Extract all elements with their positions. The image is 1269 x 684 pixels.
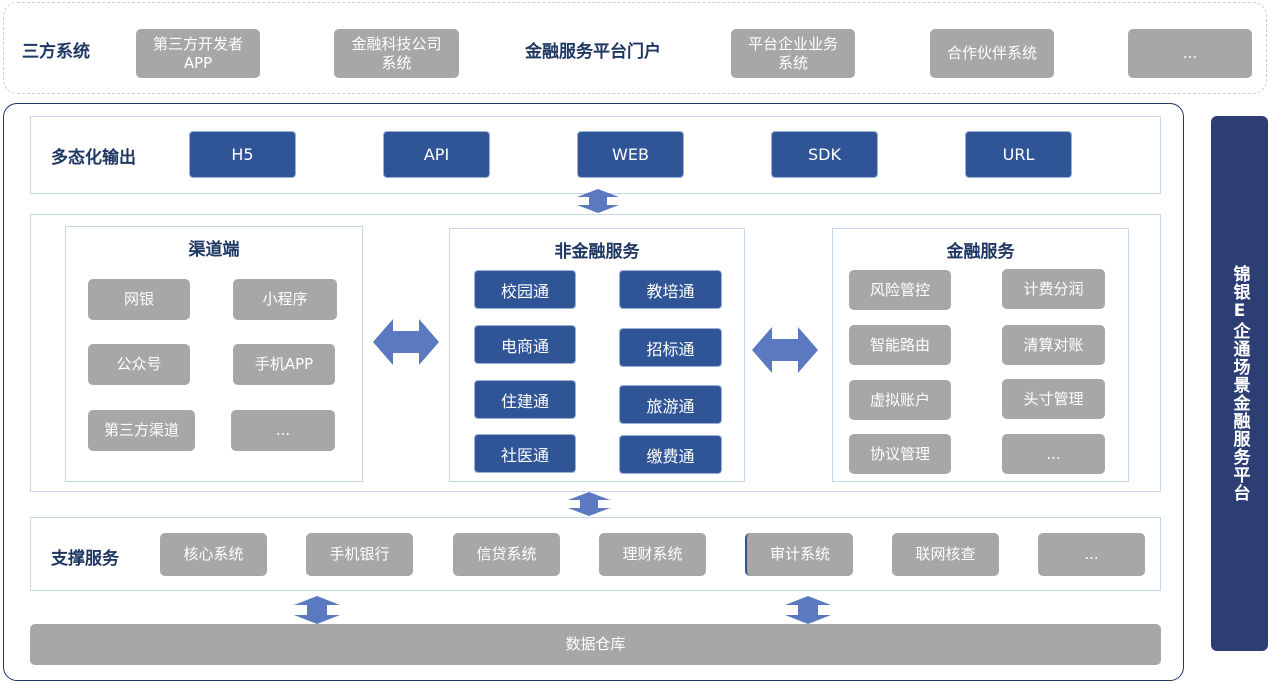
finance-agreement[interactable]: 协议管理 [849,434,951,474]
output-sdk[interactable]: SDK [771,131,878,178]
support-label: 支撑服务 [51,548,119,569]
nonfinance-ecommerce[interactable]: 电商通 [474,325,576,364]
output-h5[interactable]: H5 [189,131,296,178]
third-party-label: 三方系统 [22,41,90,62]
platform-side-bar: 锦银E企通场景金融服务平台 [1211,116,1268,651]
double-arrow-horizontal-icon [373,319,439,365]
platform-side-title: 锦银E企通场景金融服务平台 [1229,265,1250,502]
nonfinance-housing[interactable]: 住建通 [474,380,576,419]
finance-clearing[interactable]: 清算对账 [1002,325,1105,365]
support-mobile-bank[interactable]: 手机银行 [306,533,413,576]
finance-virtual-account[interactable]: 虚拟账户 [849,380,951,420]
third-party-item-2[interactable]: 金融科技公司系统 [334,29,459,78]
support-core-system[interactable]: 核心系统 [160,533,267,576]
support-network-check[interactable]: 联网核查 [892,533,999,576]
third-party-item-4[interactable]: 合作伙伴系统 [930,29,1054,78]
output-url[interactable]: URL [965,131,1072,178]
finance-fee-sharing[interactable]: 计费分润 [1002,269,1105,309]
channel-item-official-account[interactable]: 公众号 [88,344,190,385]
double-arrow-vertical-icon [294,596,340,624]
output-label: 多态化输出 [51,147,136,168]
channel-item-miniprogram[interactable]: 小程序 [233,279,337,320]
support-credit[interactable]: 信贷系统 [453,533,560,576]
nonfinance-education[interactable]: 教培通 [619,270,722,309]
double-arrow-vertical-icon [785,596,831,624]
data-warehouse[interactable]: 数据仓库 [30,624,1161,665]
double-arrow-vertical-icon [577,189,619,213]
support-wealth[interactable]: 理财系统 [599,533,706,576]
finance-position[interactable]: 头寸管理 [1002,379,1105,419]
finance-risk-control[interactable]: 风险管控 [849,270,951,310]
nonfinance-payment[interactable]: 缴费通 [619,435,722,474]
platform-frame [3,103,1184,681]
output-api[interactable]: API [383,131,490,178]
portal-title: 金融服务平台门户 [525,41,661,62]
channel-item-third-party[interactable]: 第三方渠道 [88,410,195,451]
support-more[interactable]: ... [1038,533,1145,576]
third-party-band [3,2,1267,94]
double-arrow-vertical-icon [568,492,610,516]
third-party-item-1[interactable]: 第三方开发者APP [136,29,260,78]
channel-item-more[interactable]: ... [231,410,335,451]
nonfinance-campus[interactable]: 校园通 [474,270,576,309]
third-party-item-more[interactable]: ... [1128,29,1252,78]
finance-title: 金融服务 [946,241,1015,262]
channel-title: 渠道端 [188,239,240,260]
nonfinance-title: 非金融服务 [554,241,640,262]
channel-item-mobile-app[interactable]: 手机APP [233,344,335,385]
nonfinance-medical[interactable]: 社医通 [474,434,576,473]
nonfinance-bidding[interactable]: 招标通 [619,328,722,367]
finance-smart-routing[interactable]: 智能路由 [849,325,951,365]
third-party-item-3[interactable]: 平台企业业务系统 [731,29,855,78]
nonfinance-travel[interactable]: 旅游通 [619,385,722,424]
double-arrow-horizontal-icon [752,327,818,373]
finance-more[interactable]: ... [1002,434,1105,474]
channel-item-netbank[interactable]: 网银 [88,279,190,320]
output-web[interactable]: WEB [577,131,684,178]
support-audit[interactable]: 审计系统 [745,533,853,576]
